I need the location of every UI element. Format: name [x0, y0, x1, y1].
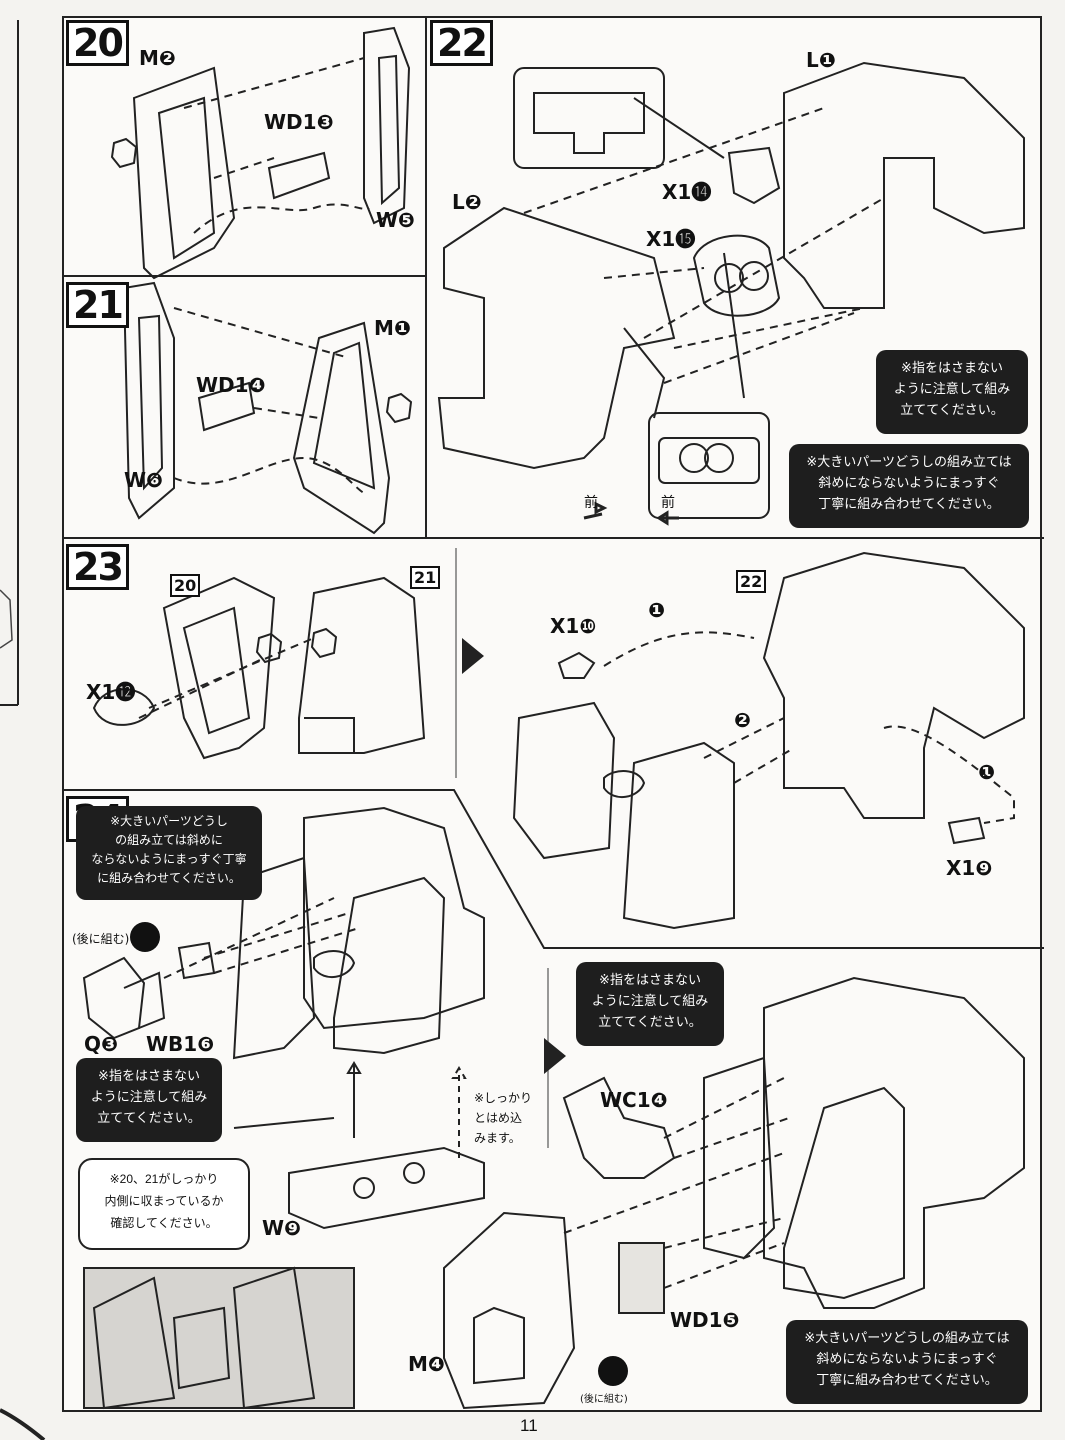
part-label-wb1-6: WB1❻ — [146, 1032, 215, 1056]
part-label-x1-15: X1⓯ — [646, 227, 696, 251]
part-label-l2: L❷ — [452, 190, 482, 214]
note-line: 丁寧に組み合わせてください。 — [816, 1373, 998, 1388]
step-number-20: 20 — [66, 20, 129, 66]
step-number-23: 23 — [66, 544, 129, 590]
note-line: 内側に収まっているか — [104, 1194, 224, 1208]
caution-note-fingers-24: ※指をはさまない ように注意して組み 立ててください。 — [76, 1058, 222, 1142]
step-number-21: 21 — [66, 282, 129, 328]
panel-grid — [64, 18, 1044, 1410]
note-line: ならないようにまっすぐ丁寧 — [91, 852, 247, 866]
note-line: 立ててください。 — [900, 403, 1004, 418]
assemble-later-icon — [130, 922, 160, 952]
part-label-w6: W❻ — [124, 468, 163, 492]
part-label-wd1-3: WD1❸ — [264, 110, 334, 134]
note-line: ※大きいパーツどうしの組み立ては — [806, 455, 1012, 470]
firm-fit-note: ※しっかり とはめ込 みます。 — [474, 1088, 532, 1148]
note-line: 丁寧に組み合わせてください。 — [818, 497, 1000, 512]
assemble-later-icon-2 — [598, 1356, 628, 1386]
part-label-x1-14: X1⓮ — [662, 180, 712, 204]
note-line: ※指をはさまない — [901, 361, 1003, 376]
part-label-w5: W❺ — [376, 208, 415, 232]
front-label: 前 — [584, 495, 598, 511]
ref-step-22: 22 — [736, 570, 767, 593]
note-line: ように注意して組み — [893, 382, 1011, 397]
note-line: ※しっかり — [474, 1091, 533, 1105]
note-line: ように注意して組み — [90, 1090, 208, 1105]
part-label-m1: M❶ — [374, 316, 411, 340]
part-label-m4: M❹ — [408, 1352, 445, 1376]
note-line: 斜めにならないようにまっすぐ — [816, 1352, 998, 1367]
part-label-q3: Q❸ — [84, 1032, 118, 1056]
part-label-x1-12: X1⓬ — [86, 680, 136, 704]
note-line: 立ててください。 — [97, 1111, 201, 1126]
caution-note-alignment-24: ※大きいパーツどうし の組み立ては斜めに ならないようにまっすぐ丁寧 に組み合わ… — [76, 806, 262, 900]
adjacent-page-edge — [0, 0, 46, 1440]
order-marker-2: ❷ — [734, 708, 751, 732]
instruction-sheet: 20 M❷ WD1❸ W❺ 21 M❶ WD1❹ W❻ 22 L❶ L❷ X1⓮… — [62, 16, 1044, 1412]
part-label-x1-10: X1❿ — [550, 614, 597, 638]
note-line: 立ててください。 — [598, 1015, 702, 1030]
note-line: の組み立ては斜めに — [115, 833, 223, 847]
ref-step-21: 21 — [410, 566, 441, 589]
check-callout: ※20、21がしっかり 内側に収まっているか 確認してください。 — [78, 1158, 250, 1250]
part-label-wd1-4: WD1❹ — [196, 373, 266, 397]
front-label-detail: 前 — [661, 495, 675, 511]
assemble-later-label: (後に組む) — [72, 932, 130, 946]
note-line: ように注意して組み — [591, 994, 709, 1009]
note-line: 確認してください。 — [110, 1216, 218, 1230]
caution-note-alignment-25: ※大きいパーツどうしの組み立ては 斜めにならないようにまっすぐ 丁寧に組み合わせ… — [786, 1320, 1028, 1404]
note-line: みます。 — [474, 1131, 521, 1145]
caution-note-fingers-25: ※指をはさまない ように注意して組み 立ててください。 — [576, 962, 724, 1046]
caution-note-alignment: ※大きいパーツどうしの組み立ては 斜めにならないようにまっすぐ 丁寧に組み合わせ… — [789, 444, 1029, 528]
note-line: 斜めにならないようにまっすぐ — [818, 476, 1000, 491]
note-line: ※大きいパーツどうし — [110, 814, 228, 828]
note-line: ※大きいパーツどうしの組み立ては — [804, 1331, 1010, 1346]
part-label-wc1-4: WC1❹ — [600, 1088, 668, 1112]
transition-arrow-2 — [544, 1038, 566, 1074]
part-label-x1-9: X1❾ — [946, 856, 993, 880]
note-line: とはめ込 — [474, 1111, 523, 1125]
part-label-l1: L❶ — [806, 48, 836, 72]
part-label-m2: M❷ — [139, 46, 176, 70]
note-line: ※指をはさまない — [98, 1069, 200, 1084]
caution-note-fingers: ※指をはさまない ように注意して組み 立ててください。 — [876, 350, 1028, 434]
ref-step-20: 20 — [170, 574, 201, 597]
part-label-w9: W❾ — [262, 1216, 301, 1240]
assemble-later-label-2: (後に組む) — [580, 1394, 628, 1405]
note-line: ※指をはさまない — [599, 973, 701, 988]
part-label-wd1-5: WD1❺ — [670, 1308, 740, 1332]
step-number-22: 22 — [430, 20, 493, 66]
order-marker-1: ❶ — [648, 598, 665, 622]
transition-arrow — [462, 638, 484, 674]
note-line: に組み合わせてください。 — [97, 871, 241, 885]
page-number: 11 — [520, 1416, 538, 1435]
note-line: ※20、21がしっかり — [109, 1172, 219, 1186]
order-marker-1b: ❶ — [978, 760, 995, 784]
